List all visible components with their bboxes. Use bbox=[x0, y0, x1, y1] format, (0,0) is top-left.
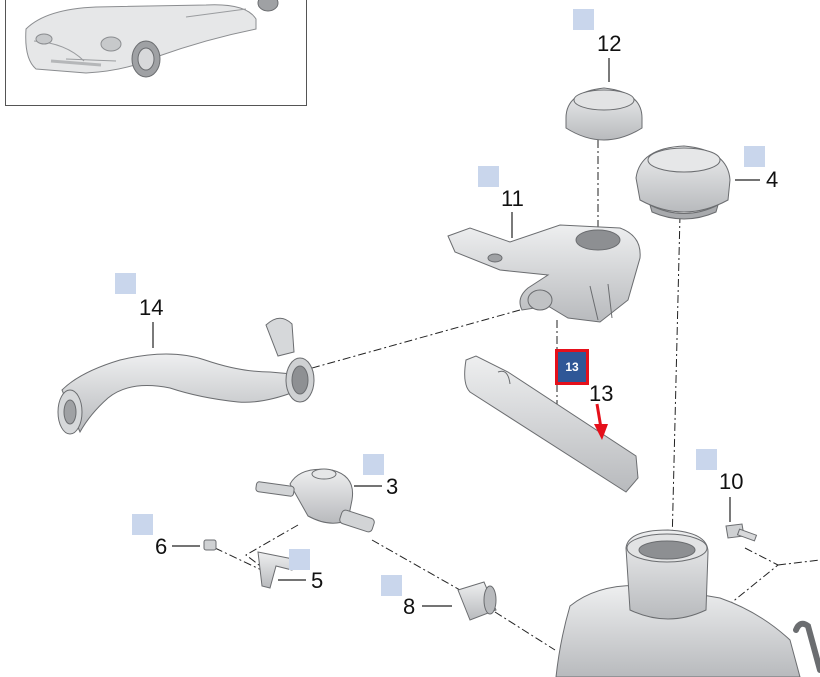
hotspot-marker-10[interactable] bbox=[696, 449, 717, 470]
hotspot-marker-14[interactable] bbox=[115, 273, 136, 294]
part-6-bolt[interactable] bbox=[203, 539, 217, 551]
hotspot-marker-4[interactable] bbox=[744, 146, 765, 167]
hotspot-marker-6[interactable] bbox=[132, 514, 153, 535]
car-illustration bbox=[25, 0, 279, 78]
part-13-strip[interactable] bbox=[464, 355, 639, 493]
part-label-14: 14 bbox=[139, 295, 164, 320]
part-12-filler-cap[interactable] bbox=[565, 87, 643, 141]
hotspot-marker-13-selected[interactable]: 13 bbox=[555, 349, 589, 385]
part-3-valve[interactable] bbox=[255, 468, 375, 533]
selected-marker-label: 13 bbox=[565, 360, 579, 374]
vehicle-thumbnail bbox=[5, 0, 307, 106]
part-label-13: 13 bbox=[589, 381, 614, 406]
hotspot-marker-12[interactable] bbox=[573, 9, 594, 30]
part-label-12: 12 bbox=[597, 31, 622, 56]
hotspot-marker-3[interactable] bbox=[363, 454, 384, 475]
leader-lines bbox=[152, 58, 760, 607]
part-label-5: 5 bbox=[311, 568, 324, 593]
hotspot-marker-5[interactable] bbox=[289, 549, 310, 570]
part-label-3: 3 bbox=[386, 474, 399, 499]
part-label-10: 10 bbox=[719, 469, 744, 494]
part-label-11: 11 bbox=[501, 186, 524, 211]
coolant-reservoir bbox=[555, 529, 820, 677]
part-8-grommet[interactable] bbox=[457, 581, 497, 621]
part-4-cap[interactable] bbox=[635, 145, 731, 220]
part-label-8: 8 bbox=[403, 594, 416, 619]
part-label-4: 4 bbox=[766, 167, 779, 192]
highlight-arrow bbox=[594, 403, 608, 440]
part-14-hose[interactable] bbox=[57, 317, 315, 435]
part-11-bracket[interactable] bbox=[447, 224, 641, 323]
hotspot-marker-11[interactable] bbox=[478, 166, 499, 187]
part-label-6: 6 bbox=[155, 534, 168, 559]
part-10-screw[interactable] bbox=[725, 523, 758, 542]
hotspot-marker-8[interactable] bbox=[381, 575, 402, 596]
